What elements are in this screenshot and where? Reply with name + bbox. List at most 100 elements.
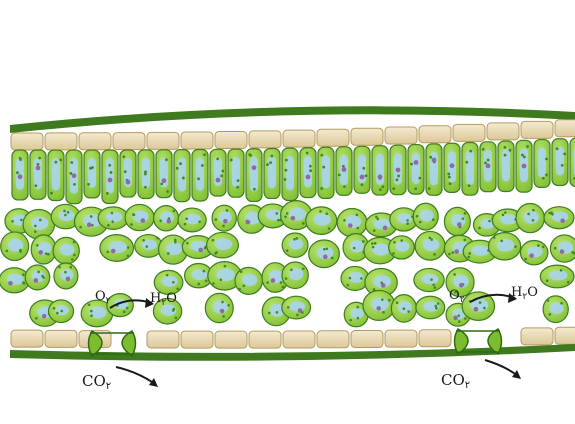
label-co2-right: CO٢ [441, 372, 470, 391]
label-co2-left: CO٢ [82, 373, 111, 392]
lower-epidermis-cell [11, 330, 43, 347]
palisade-cell [336, 147, 352, 195]
palisade-cell [552, 139, 568, 186]
upper-epidermis-cell [11, 133, 43, 150]
spongy-cell [516, 204, 544, 233]
palisade-cell [282, 148, 298, 200]
lower-epidermis-cell [555, 327, 575, 344]
palisade-cell [84, 150, 100, 198]
spongy-cell [125, 204, 154, 230]
spongy-cell [415, 231, 445, 260]
spongy-cell [154, 206, 179, 231]
label-o2-right: O٢ [449, 286, 465, 305]
spongy-cell [107, 294, 133, 317]
label-h2o-left: H٢O [150, 289, 177, 308]
upper-epidermis-cell [215, 132, 247, 149]
upper-epidermis-cell [79, 133, 111, 150]
spongy-cell [205, 293, 233, 322]
arrow-co2-left [116, 367, 158, 387]
palisade-cell [480, 142, 496, 192]
spongy-cell [135, 235, 163, 258]
upper-epidermis-cell [555, 120, 575, 137]
spongy-cell [489, 233, 521, 260]
lower-epidermis-cell [181, 331, 213, 348]
spongy-cell [178, 208, 206, 232]
spongy-cell [212, 205, 236, 231]
upper-epidermis-cell [45, 133, 77, 150]
spongy-cell [100, 235, 133, 262]
spongy-cell [337, 209, 367, 237]
palisade-cell [498, 141, 514, 191]
upper-epidermis-cell [487, 123, 519, 140]
palisade-cell [426, 144, 442, 195]
spongy-cell [309, 240, 340, 268]
lower-epidermis-cell [45, 330, 77, 347]
upper-epidermis-cell [181, 132, 213, 149]
palisade-cell [228, 149, 244, 197]
spongy-cell [25, 265, 50, 290]
spongy-cell [306, 207, 337, 235]
palisade-cell [516, 140, 532, 192]
palisade-cell [246, 149, 262, 202]
palisade-cell [372, 146, 388, 195]
upper-epidermis-cell [351, 128, 383, 145]
spongy-cell [98, 207, 128, 230]
palisade-cell [534, 140, 550, 188]
lower-epidermis-cell [521, 328, 553, 345]
palisade-cell [318, 147, 334, 198]
lower-epidermis-cell [215, 331, 247, 348]
upper-epidermis-cell [283, 130, 315, 147]
lower-epidermis-cell [283, 331, 315, 348]
spongy-cell [414, 268, 444, 291]
spongy-cell [363, 290, 395, 320]
spongy-cell [207, 232, 239, 257]
upper-epidermis-cell [453, 124, 485, 141]
upper-epidermis-cell [317, 129, 349, 146]
palisade-cell [300, 148, 316, 198]
lower-epidermis-cell [147, 331, 179, 348]
label-h2o-right: H٢O [511, 283, 538, 302]
lower-epidermis-cell [419, 330, 451, 347]
spongy-cell [1, 232, 29, 261]
palisade-cell [174, 150, 190, 202]
spongy-cell [282, 296, 311, 319]
palisade-cell [66, 150, 82, 204]
palisade-cell [408, 145, 424, 195]
palisade-cell [354, 146, 370, 193]
palisade-cell [138, 150, 154, 199]
lower-epidermis-cell [249, 331, 281, 348]
label-o2-left: O٢ [95, 287, 111, 306]
spongy-cell [49, 300, 74, 323]
palisade-cell [264, 148, 280, 198]
palisade-cell [102, 150, 118, 203]
upper-epidermis-cell [419, 126, 451, 143]
spongy-cell [416, 296, 445, 319]
lower-epidermis-cell [351, 331, 383, 348]
spongy-cell [543, 296, 568, 323]
lower-epidermis-cell [317, 331, 349, 348]
spongy-cell [341, 266, 369, 290]
palisade-cell [48, 150, 64, 200]
palisade-cell [120, 150, 136, 197]
palisade-cell [570, 138, 575, 187]
palisade-cell [390, 145, 406, 195]
palisade-cell [156, 150, 172, 198]
palisade-cell [444, 143, 460, 192]
spongy-cell [31, 235, 56, 264]
spongy-cell [413, 203, 438, 230]
spongy-cell [544, 207, 574, 229]
palisade-cell [192, 149, 208, 200]
palisade-cell [210, 149, 226, 196]
lower-epidermis-cell [385, 330, 417, 347]
palisade-cell [12, 150, 28, 200]
palisade-cell [30, 150, 46, 199]
spongy-cell [282, 262, 308, 289]
spongy-cell [23, 210, 55, 239]
spongy-cell [444, 207, 470, 235]
spongy-cell [53, 237, 79, 264]
spongy-cell [389, 236, 415, 259]
upper-epidermis-cell [249, 131, 281, 148]
spongy-cell [282, 233, 308, 257]
